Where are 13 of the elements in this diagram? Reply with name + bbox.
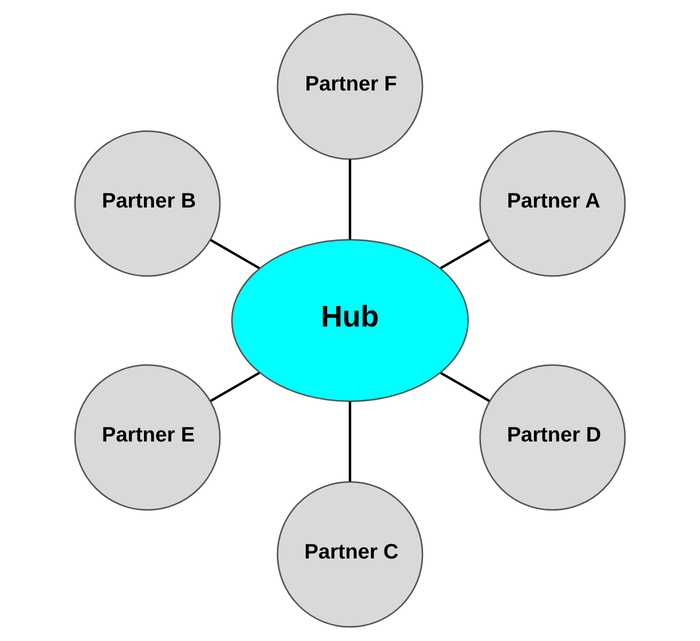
connector (440, 239, 490, 270)
node-circle: Partner A (479, 130, 626, 277)
node-circle: Partner B (74, 130, 221, 277)
node-circle: Partner D (479, 364, 626, 511)
node-ellipse: Hub (231, 239, 469, 402)
node-circle: Partner C (276, 481, 424, 628)
connector (210, 372, 260, 402)
connector (348, 159, 352, 240)
node-circle: Partner E (74, 364, 221, 511)
connector (440, 372, 490, 402)
connector (210, 239, 260, 270)
connector (348, 402, 352, 482)
node-circle: Partner F (276, 13, 424, 160)
